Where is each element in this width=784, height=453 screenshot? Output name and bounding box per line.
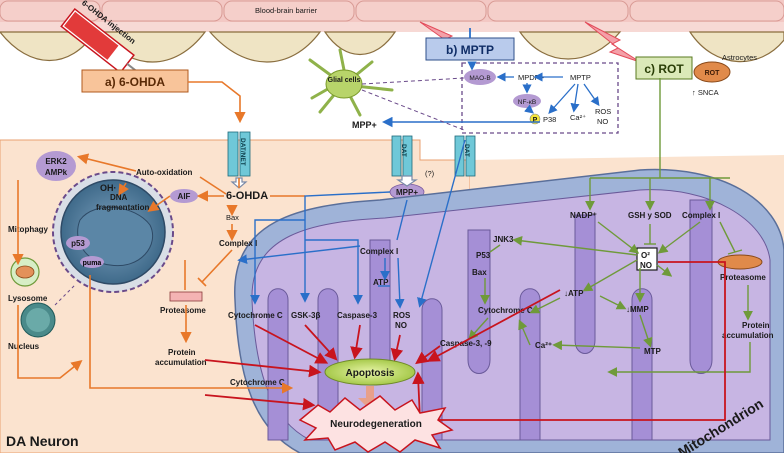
phospho-label: P	[533, 117, 538, 124]
lysosome-icon	[10, 257, 40, 287]
small-nucleus	[20, 302, 56, 338]
mptp-box	[461, 62, 619, 134]
lysosome-label: Lysosome	[8, 294, 48, 303]
protein-acc-1: Protein	[168, 348, 196, 357]
mito-protein-acc-rot-2: accumulation	[722, 331, 774, 340]
svg-text:c) ROT: c) ROT	[644, 62, 684, 76]
barrier-label: Blood-brain barrier	[255, 6, 318, 15]
mito-atp: ATP	[373, 278, 389, 287]
nucleus-label: Nucleus	[8, 342, 40, 351]
rot-icon: ROT	[693, 61, 731, 83]
snca-label: ↑ SNCA	[692, 88, 719, 97]
mpp-in-label: MPP+	[396, 188, 418, 197]
svg-text:DAT: DAT	[463, 144, 470, 157]
mito-o2: O²	[641, 251, 650, 260]
mpdp-label: MPDP+	[518, 73, 545, 82]
mito-mmp-down: ↓MMP	[626, 305, 649, 314]
cyt-c-outer-label: Cytochrome C	[230, 378, 285, 387]
ros-mptp-label: ROS	[595, 107, 611, 116]
mao-b-label: MAO-B	[469, 75, 490, 82]
glial-cell-icon: Glial cells	[308, 48, 394, 117]
panel-b-label: b) MPTP	[425, 37, 515, 61]
ohda-center-label: 6-OHDA	[226, 190, 268, 202]
bax-outer-label: Bax	[226, 213, 239, 222]
panel-c-label: c) ROT	[635, 56, 693, 80]
p53-label: p53	[71, 239, 85, 248]
mptp-label: MPTP	[570, 73, 591, 82]
dat-transporter-2: DAT	[454, 135, 476, 177]
mito-no-box: NO	[640, 261, 652, 270]
erk2-label: ERK2	[45, 157, 67, 166]
auto-oxidation-label: Auto-oxidation	[136, 168, 193, 177]
mito-caspase3: Caspase-3	[337, 311, 378, 320]
mito-casp39: Caspase-3, -9	[440, 339, 492, 348]
dna-frag-2: fragmentation	[96, 203, 149, 212]
svg-text:DAT/NET: DAT/NET	[239, 138, 246, 166]
proteasome-label: Proteasome	[160, 306, 206, 315]
svg-text:Neurodegeneration: Neurodegeneration	[330, 419, 422, 430]
svg-text:b) MPTP: b) MPTP	[446, 43, 494, 57]
complex-i-outer-label: Complex I	[219, 239, 257, 248]
dna-frag-1: DNA	[110, 193, 128, 202]
mitophagy-label: Mitophagy	[8, 225, 49, 234]
mito-bax: Bax	[472, 268, 487, 277]
protein-acc-2: accumulation	[155, 358, 207, 367]
mito-no: NO	[395, 321, 407, 330]
mito-mtp: MTP	[644, 347, 662, 356]
svg-text:DAT: DAT	[400, 144, 407, 157]
aif-label: AIF	[178, 192, 191, 201]
mito-atp-down: ↓ATP	[564, 289, 584, 298]
neurodegeneration-node: Neurodegeneration	[298, 395, 454, 453]
da-neuron-label: DA Neuron	[6, 433, 79, 449]
mito-ca: Ca²⁺	[535, 341, 552, 350]
ampk-label: AMPk	[45, 168, 68, 177]
svg-text:ROT: ROT	[705, 70, 721, 77]
mito-jnk3: JNK3	[493, 235, 514, 244]
dat-net-transporter: DAT/NET	[227, 131, 251, 177]
svg-text:Apoptosis: Apoptosis	[346, 368, 395, 379]
panel-a-label: a) 6-OHDA	[81, 69, 189, 93]
mito-gsh-sod: GSH y SOD	[628, 211, 672, 220]
mito-p53: P53	[476, 251, 491, 260]
mito-proteasome-rot: Proteasome	[720, 273, 766, 282]
astrocytes-label: Astrocytes	[722, 53, 757, 62]
svg-text:Glial cells: Glial cells	[328, 77, 361, 84]
mito-gsk: GSK-3β	[291, 311, 320, 320]
mito-ros: ROS	[393, 311, 411, 320]
nfkb-label: NF-κB	[518, 99, 536, 106]
ca-mptp-label: Ca²⁺	[570, 113, 586, 122]
mito-protein-acc-rot-1: Protein	[742, 321, 770, 330]
oh-label: OH·	[100, 183, 117, 193]
question-label: (?)	[425, 169, 435, 178]
svg-text:a) 6-OHDA: a) 6-OHDA	[105, 75, 165, 89]
mito-complex-i: Complex I	[360, 247, 398, 256]
mito-complex-i-rot: Complex I	[682, 211, 720, 220]
blood-brain-barrier: Blood-brain barrier	[0, 0, 784, 32]
mito-cyt-c2: Cytochrome C	[478, 306, 533, 315]
puma-label: puma	[83, 260, 102, 267]
mpp-out-label: MPP+	[352, 120, 377, 130]
mito-nadp: NADP⁺	[570, 211, 597, 220]
p38-label: P38	[543, 115, 556, 124]
apoptosis-node: Apoptosis	[324, 358, 416, 386]
no-mptp-label: NO	[597, 117, 608, 126]
mito-cyt-c: Cytochrome C	[228, 311, 283, 320]
